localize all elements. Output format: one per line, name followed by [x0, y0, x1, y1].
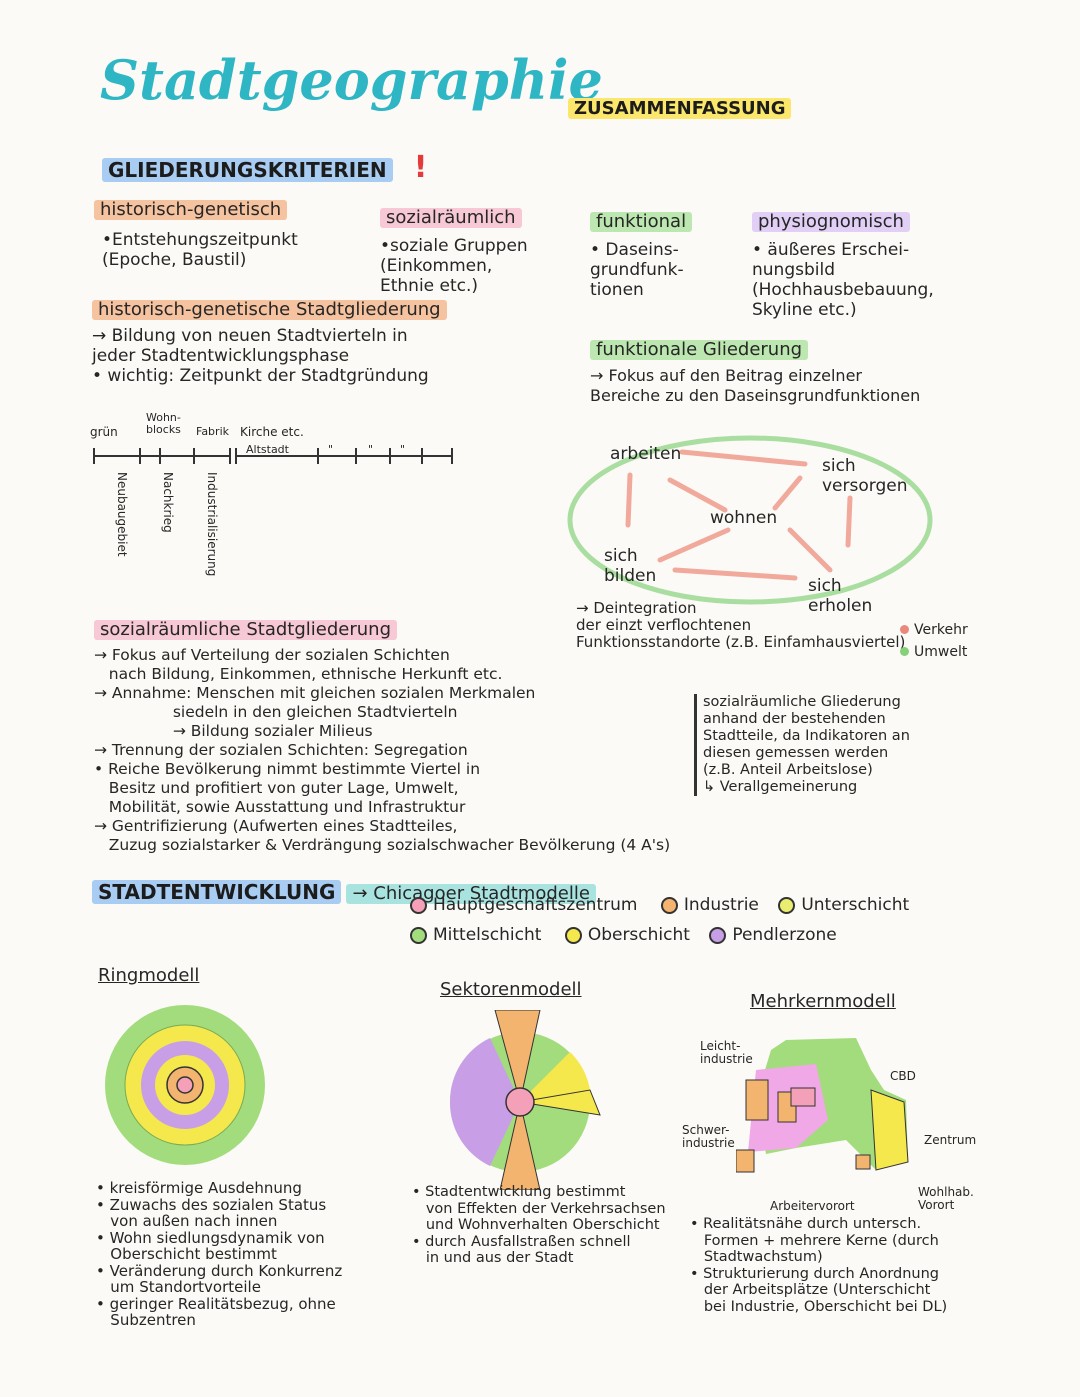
node-arbeiten: arbeiten [610, 444, 681, 464]
timeline: grün Wohn- blocks Fabrik Kirche etc. Alt… [90, 412, 490, 592]
criteria-label-funk: funktional [590, 212, 692, 232]
timeline-vlabel-industrial: Industrialisierung [202, 472, 222, 576]
sozial-heading: sozialräumliche Stadtgliederung [94, 620, 397, 640]
criteria-col-hist: historisch-genetisch •Entstehungszeitpun… [94, 200, 354, 270]
hist-section: historisch-genetische Stadtgliederung → … [92, 300, 562, 386]
criteria-col-funk: funktional • Daseins- grundfunk- tionen [590, 212, 740, 300]
criteria-text-sozial: •soziale Gruppen (Einkommen, Ethnie etc.… [380, 236, 580, 296]
legend-label-pendlerzone: Pendlerzone [732, 925, 836, 945]
mk-label-zentrum: Zentrum [924, 1130, 976, 1150]
node-wohnen: wohnen [710, 508, 777, 528]
criteria-heading: GLIEDERUNGSKRITERIEN ! [102, 150, 427, 185]
timeline-label-fabrik: Fabrik [196, 422, 229, 442]
function-diagram: arbeiten sich versorgen wohnen sich bild… [560, 430, 940, 620]
funk-legend: Verkehr Umwelt [900, 620, 968, 662]
legend-label-hgz: Hauptgeschäftszentrum [433, 895, 637, 915]
legend-item-pendlerzone: Pendlerzone [709, 925, 836, 945]
sozial-text: → Fokus auf Verteilung der sozialen Schi… [94, 646, 714, 855]
legend-item-unterschicht: Unterschicht [778, 895, 909, 915]
mehrkernmodell-text: • Realitätsnähe durch untersch. Formen +… [690, 1216, 947, 1315]
mk-label-schwer: Schwer- industrie [682, 1124, 735, 1150]
sektorenmodell-diagram [440, 1010, 610, 1190]
hist-heading: historisch-genetische Stadtgliederung [92, 300, 447, 320]
legend-verkehr: Verkehr [900, 620, 968, 640]
hist-text: → Bildung von neuen Stadtvierteln in jed… [92, 326, 562, 386]
stadt-heading: STADTENTWICKLUNG [92, 880, 341, 904]
funk-section: funktionale Gliederung → Fokus auf den B… [590, 340, 1030, 406]
mk-label-arbeiter: Arbeitervorort [770, 1196, 855, 1216]
legend-dot-pendlerzone [709, 927, 726, 944]
legend-dot-oberschicht [565, 927, 582, 944]
timeline-ditto-1: " [328, 440, 333, 460]
legend-umwelt: Umwelt [900, 642, 968, 662]
legend-dot-industrie [661, 897, 678, 914]
page-subtitle: ZUSAMMENFASSUNG [568, 98, 791, 119]
funk-heading: funktionale Gliederung [590, 340, 808, 360]
criteria-text-funk: • Daseins- grundfunk- tionen [590, 240, 740, 300]
mehrkernmodell-title: Mehrkernmodell [750, 992, 896, 1012]
legend-verkehr-label: Verkehr [914, 622, 968, 638]
criteria-label-sozial: sozialräumlich [380, 208, 522, 228]
stadt-legend: Hauptgeschäftszentrum Industrie Untersch… [410, 895, 980, 945]
ringmodell-diagram [100, 1000, 270, 1170]
sektorenmodell-title: Sektorenmodell [440, 980, 582, 1000]
node-bilden: sich bilden [604, 546, 656, 586]
criteria-label-physio: physiognomisch [752, 212, 910, 232]
mehrkernmodell-diagram [736, 1030, 916, 1190]
legend-label-unterschicht: Unterschicht [801, 895, 909, 915]
timeline-ditto-3: " [400, 440, 405, 460]
timeline-vlabel-neubau: Neubaugebiet [112, 472, 132, 557]
ringmodell-text: • kreisförmige Ausdehnung • Zuwachs des … [96, 1180, 342, 1329]
legend-item-mittelschicht: Mittelschicht [410, 925, 541, 945]
timeline-label-gruen: grün [90, 422, 118, 442]
ringmodell-title: Ringmodell [98, 966, 199, 986]
exclaim-mark: ! [414, 150, 428, 185]
node-versorgen: sich versorgen [822, 456, 907, 496]
timeline-ditto-2: " [368, 440, 373, 460]
legend-dot-mittelschicht [410, 927, 427, 944]
legend-label-industrie: Industrie [684, 895, 759, 915]
sektorenmodell-text: • Stadtentwicklung bestimmt von Effekten… [412, 1184, 666, 1267]
mk-label-cbd: CBD [890, 1066, 916, 1086]
mk-label-wohlhab: Wohlhab. Vorort [918, 1186, 974, 1212]
criteria-col-sozial: sozialräumlich •soziale Gruppen (Einkomm… [380, 208, 580, 296]
legend-dot-hgz [410, 897, 427, 914]
timeline-altstadt: Altstadt [246, 440, 289, 460]
funk-text: → Fokus auf den Beitrag einzelner Bereic… [590, 366, 1030, 406]
criteria-text-physio: • äußeres Erschei- nungsbild (Hochhausbe… [752, 240, 1002, 320]
sozial-note: sozialräumliche Gliederung anhand der be… [694, 694, 1003, 796]
legend-verkehr-dot [900, 625, 909, 634]
criteria-col-physio: physiognomisch • äußeres Erschei- nungsb… [752, 212, 1002, 320]
criteria-text-hist: •Entstehungszeitpunkt (Epoche, Baustil) [94, 230, 354, 270]
sozial-section: sozialräumliche Stadtgliederung → Fokus … [94, 620, 714, 855]
criteria-heading-text: GLIEDERUNGSKRITERIEN [102, 158, 393, 182]
legend-label-mittelschicht: Mittelschicht [433, 925, 541, 945]
legend-label-oberschicht: Oberschicht [588, 925, 690, 945]
mk-label-leicht: Leicht- industrie [700, 1040, 753, 1066]
criteria-label-hist: historisch-genetisch [94, 200, 287, 220]
legend-umwelt-dot [900, 647, 909, 656]
stadt-legend-row-1: Hauptgeschäftszentrum Industrie Untersch… [410, 895, 980, 915]
legend-item-industrie: Industrie [661, 895, 759, 915]
page-title: Stadtgeographie [100, 48, 603, 112]
legend-umwelt-label: Umwelt [914, 644, 967, 660]
timeline-label-kirche: Kirche etc. [240, 422, 304, 442]
timeline-label-wohnblocks: Wohn- blocks [146, 412, 181, 436]
legend-dot-unterschicht [778, 897, 795, 914]
stadt-legend-row-2: Mittelschicht Oberschicht Pendlerzone [410, 925, 980, 945]
legend-item-hgz: Hauptgeschäftszentrum [410, 895, 637, 915]
legend-item-oberschicht: Oberschicht [565, 925, 690, 945]
timeline-vlabel-nachkrieg: Nachkrieg [158, 472, 178, 533]
